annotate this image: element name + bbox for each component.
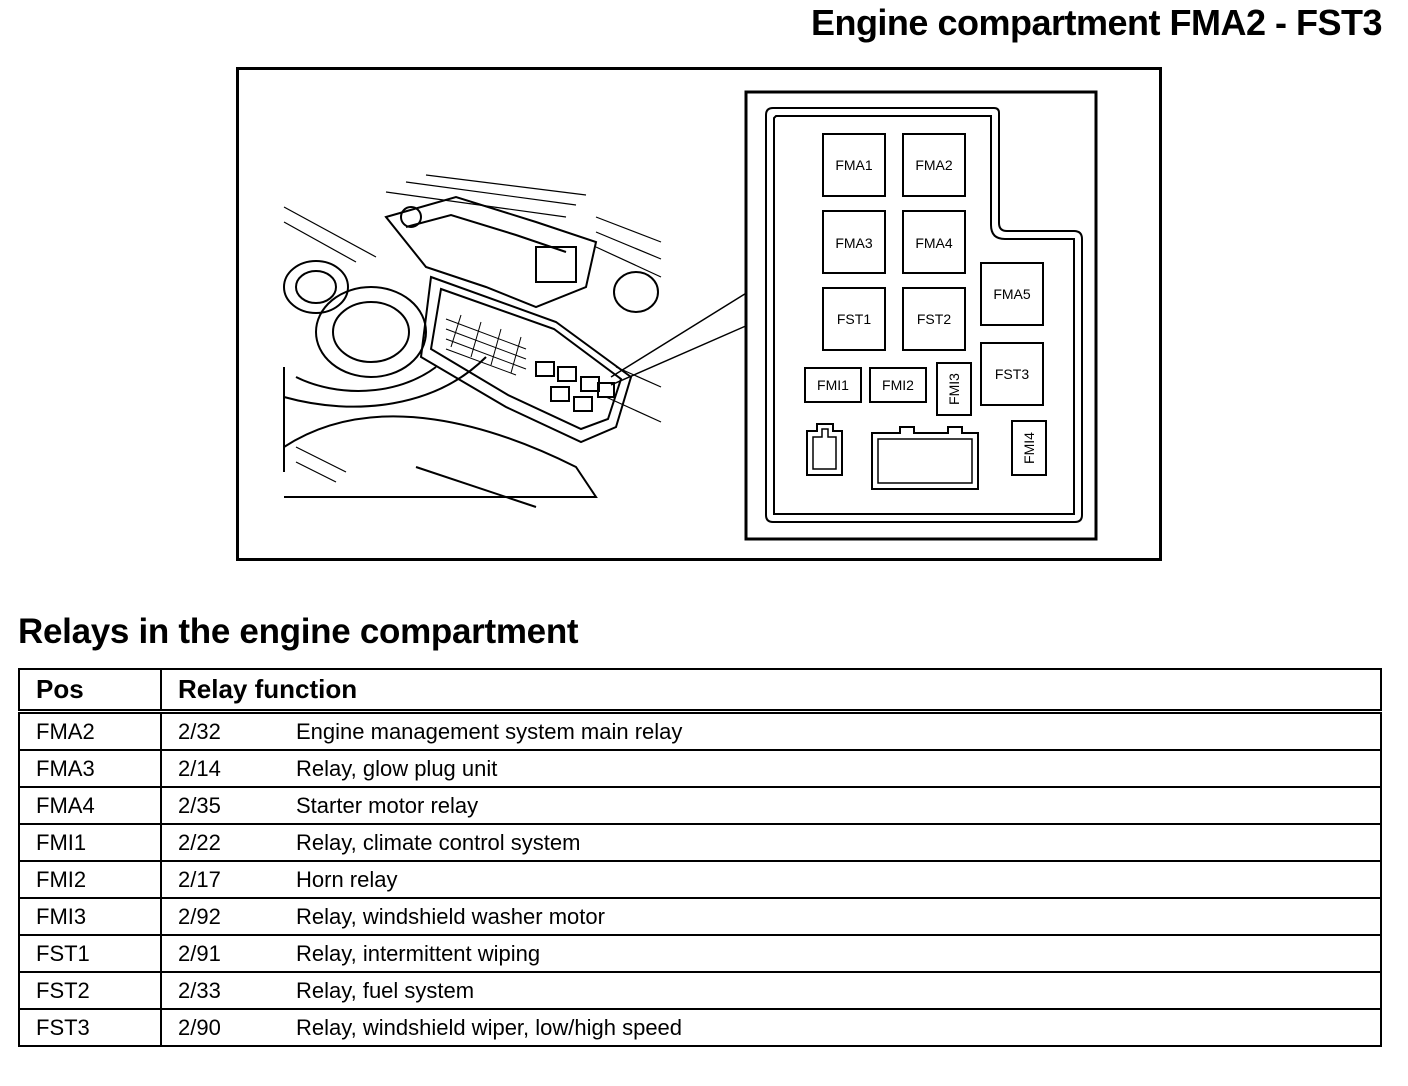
- row-relay-function: 2/92 Relay, windshield washer motor: [160, 897, 1382, 936]
- section-title: Relays in the engine compartment: [18, 612, 579, 651]
- relay-function-text: Engine management system main relay: [296, 718, 683, 744]
- relay-label-fst2: FST2: [917, 311, 951, 327]
- row-pos: FMI1: [18, 823, 162, 862]
- relay-label-fma1: FMA1: [835, 157, 873, 173]
- relay-function-text: Relay, climate control system: [296, 829, 581, 855]
- relay-code: 2/90: [178, 1014, 221, 1040]
- row-pos: FMA4: [18, 786, 162, 825]
- table-row: FMI3 2/92 Relay, windshield washer motor: [18, 897, 1382, 936]
- relay-label-fst3: FST3: [995, 366, 1029, 382]
- relay-label-fma2: FMA2: [915, 157, 953, 173]
- table-row: FMI1 2/22 Relay, climate control system: [18, 823, 1382, 862]
- engine-bay-illustration: [283, 174, 662, 508]
- relay-label-fma3: FMA3: [835, 235, 873, 251]
- relay-label-fmi1: FMI1: [817, 377, 849, 393]
- relay-function-text: Relay, intermittent wiping: [296, 940, 541, 966]
- relay-function-text: Relay, windshield wiper, low/high speed: [296, 1014, 683, 1040]
- relay-label-fmi4: FMI4: [1021, 432, 1037, 464]
- callout-line-lower: [610, 324, 749, 386]
- relay-label-fma4: FMA4: [915, 235, 953, 251]
- page-title: Engine compartment FMA2 - FST3: [810, 2, 1383, 43]
- header-relay-function: Relay function: [160, 668, 1382, 714]
- row-relay-function: 2/32 Engine management system main relay: [160, 710, 1382, 751]
- relay-code: 2/32: [178, 718, 221, 744]
- row-relay-function: 2/17 Horn relay: [160, 860, 1382, 899]
- relay-code: 2/17: [178, 866, 221, 892]
- row-pos: FMA2: [18, 710, 162, 751]
- relay-location-diagram: FMA1 FMA2 FMA3 FMA4 FMA5 FST1 FST2 FST3 …: [236, 67, 1162, 561]
- table-row: FST3 2/90 Relay, windshield wiper, low/hig…: [18, 1008, 1382, 1047]
- table-row: FMI2 2/17 Horn relay: [18, 860, 1382, 899]
- relay-function-text: Relay, glow plug unit: [296, 755, 498, 781]
- row-pos: FMI3: [18, 897, 162, 936]
- relay-code: 2/91: [178, 940, 221, 966]
- callout-line-upper: [610, 291, 749, 378]
- row-relay-function: 2/33 Relay, fuel system: [160, 971, 1382, 1010]
- relay-table: Pos Relay function FMA2 2/32 Engine manage…: [18, 668, 1382, 1047]
- row-pos: FMI2: [18, 860, 162, 899]
- relay-function-text: Relay, windshield washer motor: [296, 903, 605, 929]
- relay-function-text: Relay, fuel system: [296, 977, 475, 1003]
- table-row: FST1 2/91 Relay, intermittent wiping: [18, 934, 1382, 973]
- table-row: FMA4 2/35 Starter motor relay: [18, 786, 1382, 825]
- relay-function-text: Starter motor relay: [296, 792, 479, 818]
- row-relay-function: 2/14 Relay, glow plug unit: [160, 749, 1382, 788]
- header-pos: Pos: [18, 668, 162, 714]
- table-row: FST2 2/33 Relay, fuel system: [18, 971, 1382, 1010]
- row-relay-function: 2/90 Relay, windshield wiper, low/high sp…: [160, 1008, 1382, 1047]
- table-header-row: Pos Relay function: [18, 668, 1382, 714]
- table-row: FMA2 2/32 Engine management system main re…: [18, 710, 1382, 751]
- relay-code: 2/33: [178, 977, 221, 1003]
- row-pos: FST2: [18, 971, 162, 1010]
- row-pos: FMA3: [18, 749, 162, 788]
- relay-box-inset: [744, 90, 1098, 541]
- relay-label-fmi2: FMI2: [882, 377, 914, 393]
- relay-code: 2/22: [178, 829, 221, 855]
- row-pos: FST3: [18, 1008, 162, 1047]
- relay-function-text: Horn relay: [296, 866, 398, 892]
- relay-code: 2/14: [178, 755, 221, 781]
- row-relay-function: 2/35 Starter motor relay: [160, 786, 1382, 825]
- row-relay-function: 2/91 Relay, intermittent wiping: [160, 934, 1382, 973]
- relay-label-fmi3: FMI3: [946, 373, 962, 405]
- relay-code: 2/92: [178, 903, 221, 929]
- relay-label-fma5: FMA5: [993, 286, 1031, 302]
- table-row: FMA3 2/14 Relay, glow plug unit: [18, 749, 1382, 788]
- relay-label-fst1: FST1: [837, 311, 871, 327]
- relay-code: 2/35: [178, 792, 221, 818]
- row-pos: FST1: [18, 934, 162, 973]
- row-relay-function: 2/22 Relay, climate control system: [160, 823, 1382, 862]
